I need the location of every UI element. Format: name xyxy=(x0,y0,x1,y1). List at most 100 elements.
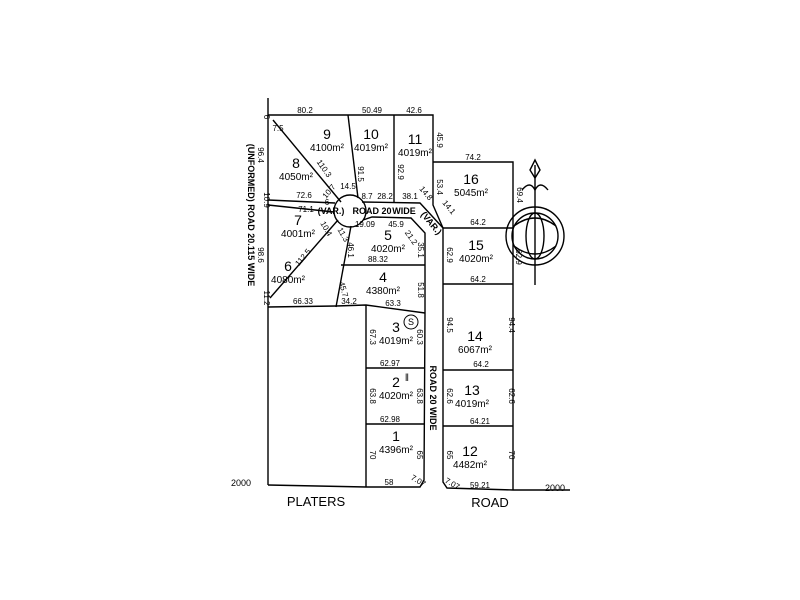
lot-area: 4482m² xyxy=(453,460,488,471)
dimension-label: 71.1 xyxy=(298,205,314,214)
lot-number: 13 xyxy=(464,382,480,398)
lot-number: 5 xyxy=(384,227,392,243)
dimension-label: 64.2 xyxy=(473,360,489,369)
dimension-label: 45.9 xyxy=(388,220,404,229)
road-label: ROAD xyxy=(471,495,509,510)
dimension-label: 14.1 xyxy=(440,199,457,217)
lot-number: 8 xyxy=(292,155,300,171)
side-road-label: ROAD 20 WIDE xyxy=(428,365,438,430)
dimension-label: 6 xyxy=(325,198,330,207)
dimension-label: 94.5 xyxy=(445,317,454,333)
culdesac-var2-label: (VAR.) xyxy=(419,210,444,237)
lot-area: 5045m² xyxy=(454,188,489,199)
dimension-label: 64.2 xyxy=(470,275,486,284)
dimension-label: 80.2 xyxy=(297,106,313,115)
dimension-label: 63.3 xyxy=(385,299,401,308)
lot-number: 6 xyxy=(284,258,292,274)
dimension-label: 64.2 xyxy=(470,218,486,227)
dimension-label: 63.8 xyxy=(368,388,377,404)
lot-area: 4396m² xyxy=(379,445,414,456)
north-arrow-globe-icon xyxy=(505,158,565,285)
lot-number: 11 xyxy=(408,131,423,147)
dimension-label: 10.9 xyxy=(262,192,271,208)
culdesac-wide-label: WIDE xyxy=(392,206,416,216)
lot-area: 4020m² xyxy=(379,391,414,402)
dimension-label: 34.2 xyxy=(341,297,357,306)
dimension-label: 51.8 xyxy=(416,282,425,298)
dimension-label: 62.97 xyxy=(380,359,401,368)
dimension-label: 50.49 xyxy=(362,106,383,115)
svg-text:S: S xyxy=(408,317,414,327)
lot-area: 4019m² xyxy=(398,148,433,159)
dimension-label: 8.7 xyxy=(361,192,373,201)
lot-number: 7 xyxy=(294,212,302,228)
dimension-label: 74.2 xyxy=(465,153,481,162)
dimension-label: 10.4 xyxy=(318,220,334,238)
lot-area: 4080m² xyxy=(271,275,306,286)
unformed-road-label: (UNFORMED) ROAD 20.115 WIDE xyxy=(246,144,256,287)
dimension-label: 62.6 xyxy=(445,388,454,404)
lot-area: 6067m² xyxy=(458,345,493,356)
dimension-label: 45.7 xyxy=(337,281,350,299)
dimension-label: 62.9 xyxy=(445,247,454,263)
lot-area: 4001m² xyxy=(281,229,316,240)
dimension-label: 28.2 xyxy=(377,192,393,201)
circled-s-annotation: S xyxy=(403,314,419,330)
dimension-label: 112.5 xyxy=(293,247,313,268)
lot-number: 16 xyxy=(463,171,479,187)
chainage-right: 2000 xyxy=(545,483,565,493)
dimension-label: 14.5 xyxy=(340,182,356,191)
dimension-label: 62.9 xyxy=(514,249,523,265)
dimension-label: 94.4 xyxy=(507,317,516,333)
lot-number: 12 xyxy=(462,443,478,459)
culdesac-var-label: (VAR.) xyxy=(318,206,345,216)
lot-area: 4020m² xyxy=(459,254,494,265)
dimension-label: 46.1 xyxy=(346,242,355,258)
dimension-label: 70 xyxy=(368,451,377,460)
dimension-label: 38.1 xyxy=(402,192,418,201)
lot-area: 4380m² xyxy=(366,286,401,297)
lot-area: 4050m² xyxy=(279,172,314,183)
dimension-label: 35.1 xyxy=(416,242,425,258)
dimension-label: 59.21 xyxy=(470,481,491,490)
lot-number: 4 xyxy=(379,269,387,285)
dimension-label: 64.21 xyxy=(470,417,491,426)
dimension-label: 19.09 xyxy=(355,220,376,229)
dimension-label: 65 xyxy=(445,451,454,460)
dimension-label: 14.8 xyxy=(417,185,434,203)
dimension-label: 98.6 xyxy=(256,247,265,263)
dimension-label: 65 xyxy=(415,451,424,460)
lot-number: 15 xyxy=(468,237,484,253)
dimension-label: 92.9 xyxy=(396,164,405,180)
dimension-label: 45.9 xyxy=(435,132,444,148)
lot-boundaries xyxy=(267,98,570,491)
dimension-label: 63.8 xyxy=(415,388,424,404)
dimension-label: 69.4 xyxy=(515,187,524,203)
lot-area: 4100m² xyxy=(310,143,345,154)
lot-number: 9 xyxy=(323,126,331,142)
dimension-label: 66.33 xyxy=(293,297,314,306)
chainage-left: 2000 xyxy=(231,478,251,488)
dimension-label: 60.3 xyxy=(415,329,424,345)
tick-mark: ‖ xyxy=(405,373,409,384)
dimension-label: 42.6 xyxy=(406,106,422,115)
lot-labels: 14396m²24020m²34019m²44380m²54020m²64080… xyxy=(271,126,494,471)
dimension-label: 88.32 xyxy=(368,255,389,264)
dimension-label: 67.3 xyxy=(368,329,377,345)
